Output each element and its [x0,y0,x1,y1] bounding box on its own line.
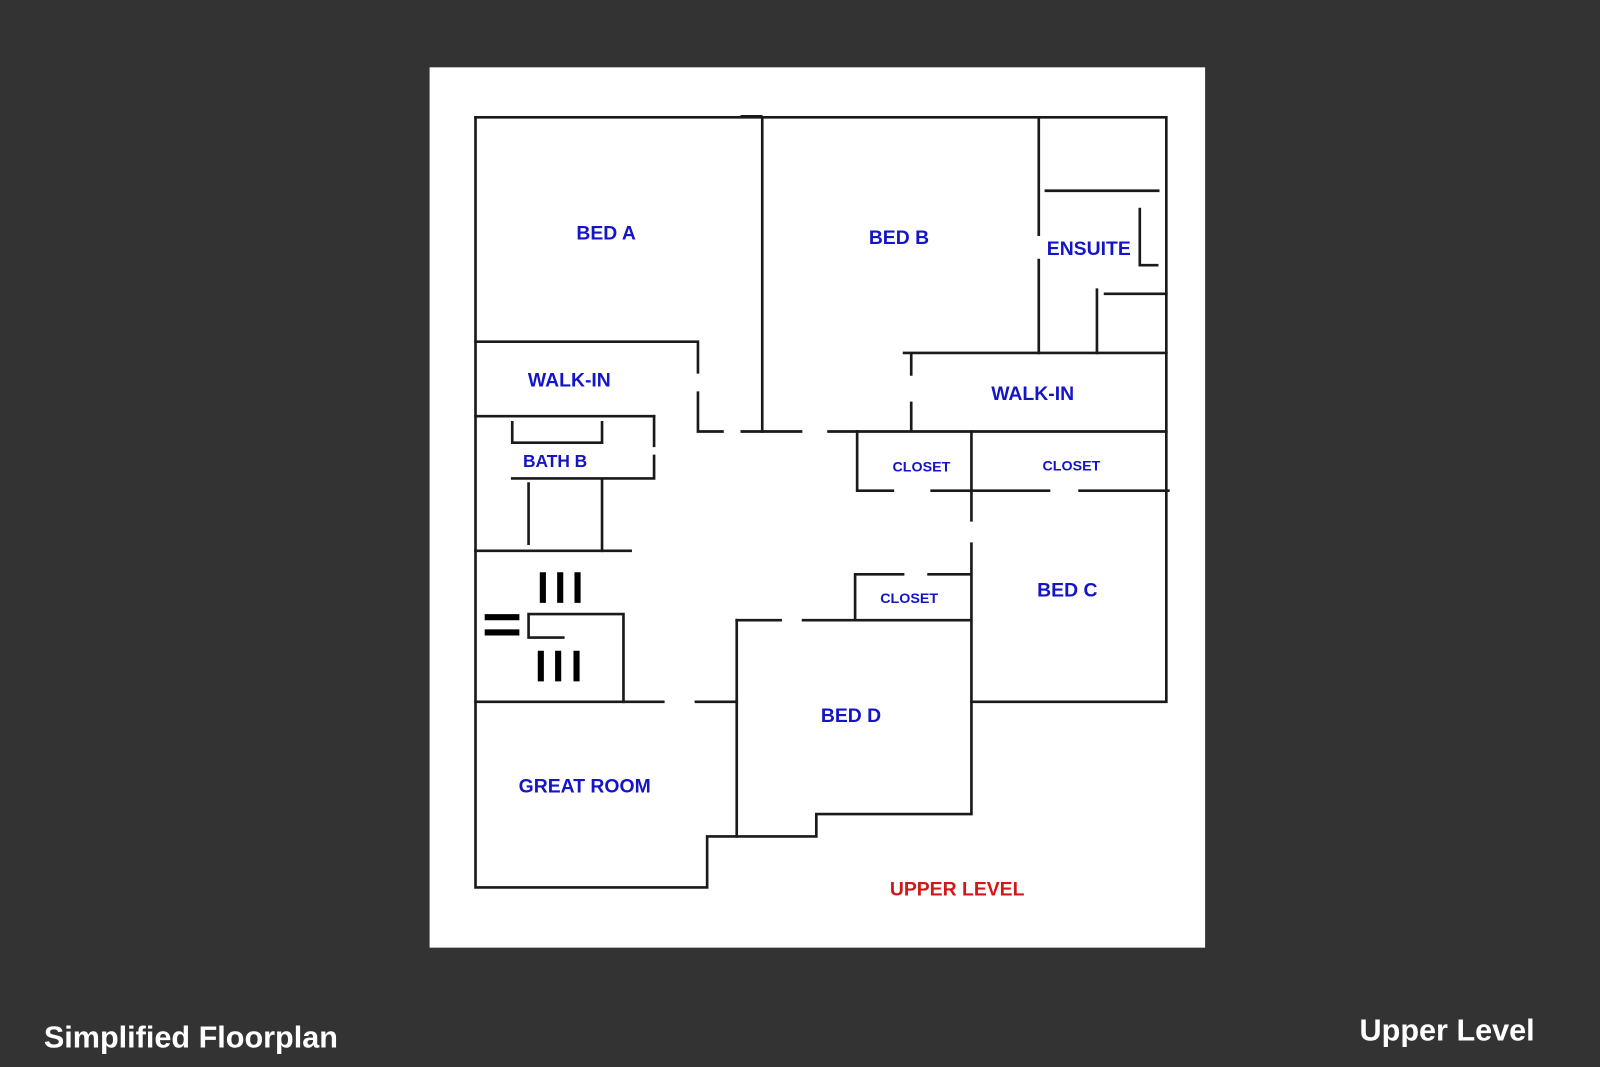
room-label-bed-c: BED C [1037,580,1097,602]
walls [474,114,1170,889]
floorplan-sheet [429,67,1206,948]
room-label-walkin-b: WALK-IN [991,383,1074,405]
room-label-closet: CLOSET [892,459,950,475]
room-label-bed-a: BED A [576,223,636,245]
room-label-walkin-a: WALK-IN [528,370,611,392]
footer-title-left: Simplified Floorplan [44,1021,338,1055]
room-label-bed-d: BED D [821,705,881,727]
room-label-great-room: GREAT ROOM [519,776,651,798]
stairs-icon [484,572,581,682]
level-label: UPPER LEVEL [890,879,1025,901]
room-label-closet: CLOSET [880,591,938,607]
footer-title-right: Upper Level [1360,1013,1535,1047]
room-label-closet: CLOSET [1042,458,1100,474]
room-label-bath-b: BATH B [523,451,587,471]
room-label-bed-b: BED B [869,227,929,249]
room-label-ensuite: ENSUITE [1047,238,1131,260]
